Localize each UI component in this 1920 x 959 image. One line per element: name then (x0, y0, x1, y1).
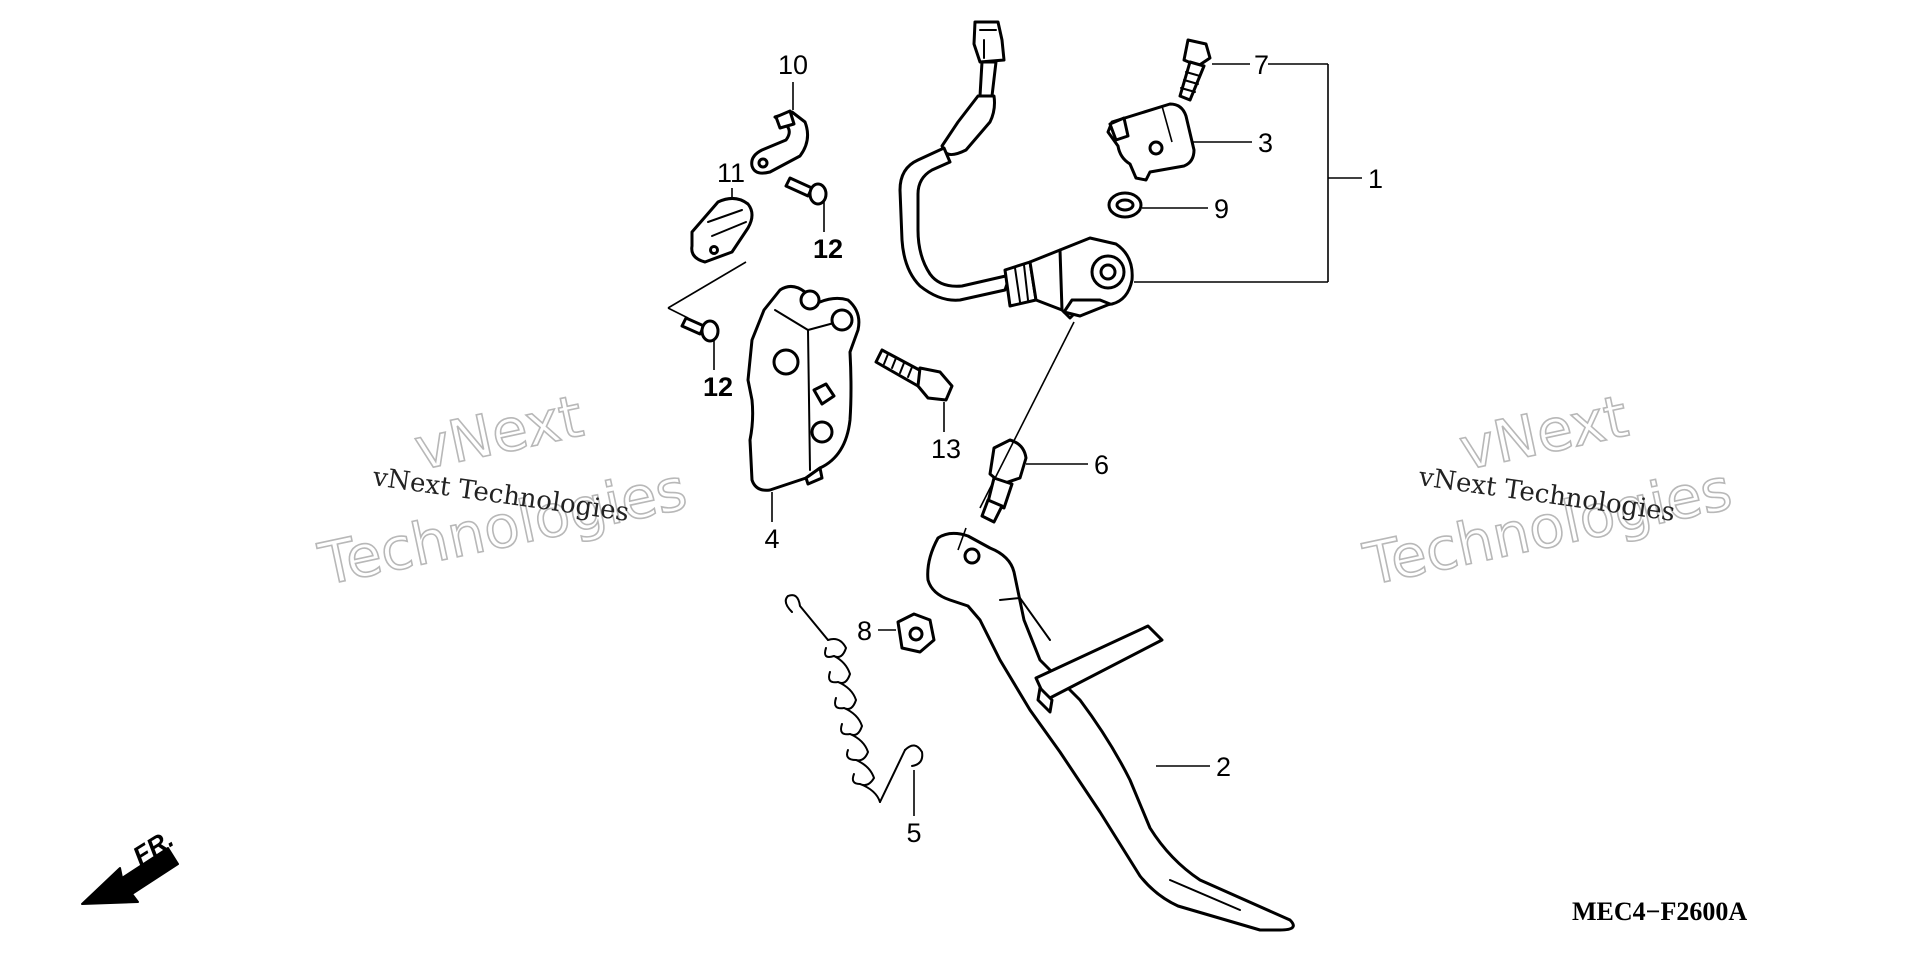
part-3-plate (1106, 102, 1196, 182)
part-12-screw-lower (680, 316, 720, 343)
part-2-side-stand (926, 531, 1295, 932)
diagram-code: MEC4−F2600A (1572, 897, 1747, 926)
callout-2: 2 (1216, 752, 1231, 782)
part-1-switch-assembly (898, 20, 1134, 320)
watermark-right-big-2: Technologies (1358, 455, 1738, 599)
part-5-spring (784, 594, 924, 803)
leader-lines (667, 63, 1362, 816)
watermark-left-big-1: vNext (409, 382, 589, 484)
part-4-bracket (746, 285, 861, 492)
callout-13: 13 (931, 434, 961, 464)
watermark-left: vNext Technologies vNext Technologies (312, 381, 693, 600)
callout-12-upper: 12 (813, 234, 843, 264)
callout-7: 7 (1254, 50, 1269, 80)
part-12-screw-upper (784, 176, 828, 206)
callout-11: 11 (717, 158, 745, 188)
watermark-left-big-2: Technologies (313, 455, 693, 599)
callout-6: 6 (1094, 450, 1109, 480)
callout-labels: 7 3 1 9 6 2 10 11 12 12 13 4 8 5 (703, 50, 1383, 848)
part-10-clamp (750, 109, 810, 175)
part-9-washer (1107, 191, 1143, 219)
watermark-right-big-1: vNext (1454, 382, 1634, 484)
watermark-right: vNext Technologies vNext Technologies (1357, 381, 1738, 600)
callout-4: 4 (764, 524, 779, 554)
part-7-bolt (1178, 38, 1212, 102)
part-11-guide (690, 197, 754, 264)
callout-12-lower: 12 (703, 372, 733, 402)
callout-10: 10 (778, 50, 808, 80)
callout-9: 9 (1214, 194, 1229, 224)
callout-5: 5 (906, 818, 921, 848)
part-8-nut (896, 612, 936, 654)
callout-3: 3 (1258, 128, 1273, 158)
arrow-icon (81, 847, 179, 905)
callout-1: 1 (1368, 164, 1383, 194)
callout-8: 8 (857, 616, 872, 646)
part-13-bolt (874, 348, 954, 402)
part-6-pivot-bolt (980, 438, 1028, 524)
front-direction-arrow: FR. (81, 823, 179, 905)
